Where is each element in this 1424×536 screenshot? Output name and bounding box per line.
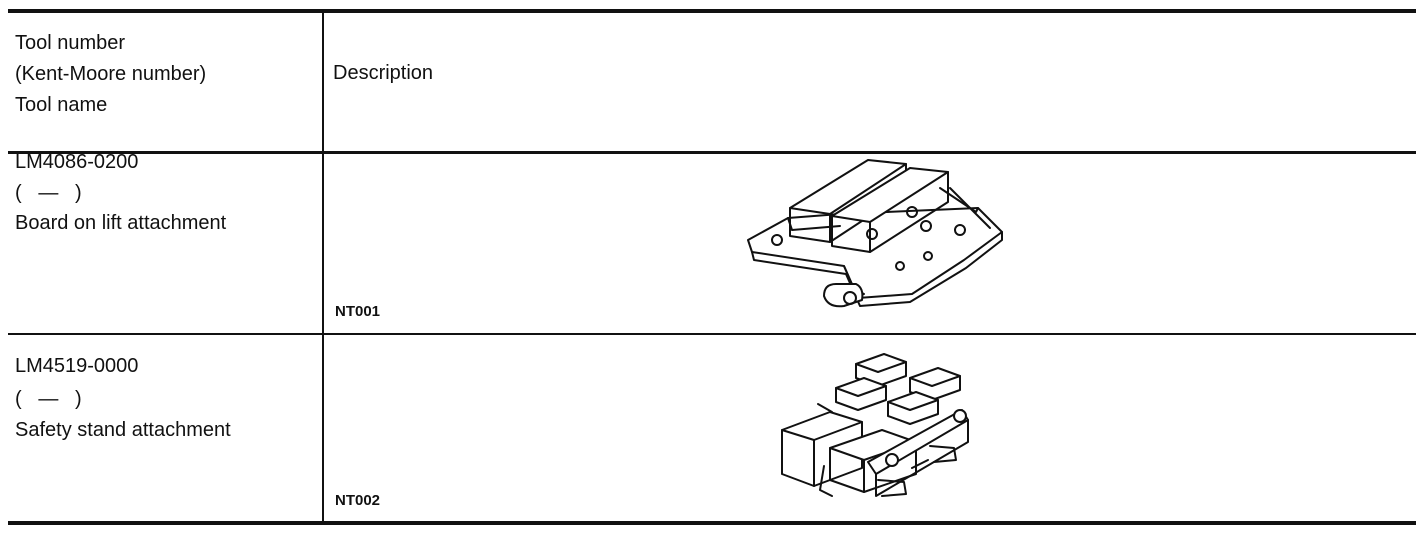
kent-moore-number: ( — )	[15, 182, 82, 204]
header-bottom-rule	[8, 151, 1416, 154]
figure-code: NT001	[335, 303, 381, 320]
header-description: Description	[333, 62, 434, 84]
figure-code: NT002	[335, 492, 381, 509]
column-divider	[322, 13, 324, 521]
tool-name: Board on lift attachment	[15, 212, 227, 234]
safety-stand-attachment-drawing-icon	[781, 353, 969, 497]
row-divider	[8, 333, 1416, 335]
header-kent-moore-number: (Kent-Moore number)	[15, 63, 207, 85]
tool-number: LM4519-0000	[15, 355, 139, 377]
header-tool-number: Tool number	[15, 32, 126, 54]
table-top-rule	[8, 9, 1416, 13]
tool-name: Safety stand attachment	[15, 419, 231, 441]
lift-board-attachment-drawing-icon	[747, 159, 1003, 308]
tool-number: LM4086-0200	[15, 151, 139, 173]
kent-moore-number: ( — )	[15, 388, 82, 410]
header-tool-name: Tool name	[15, 94, 108, 116]
table-bottom-rule	[8, 521, 1416, 525]
